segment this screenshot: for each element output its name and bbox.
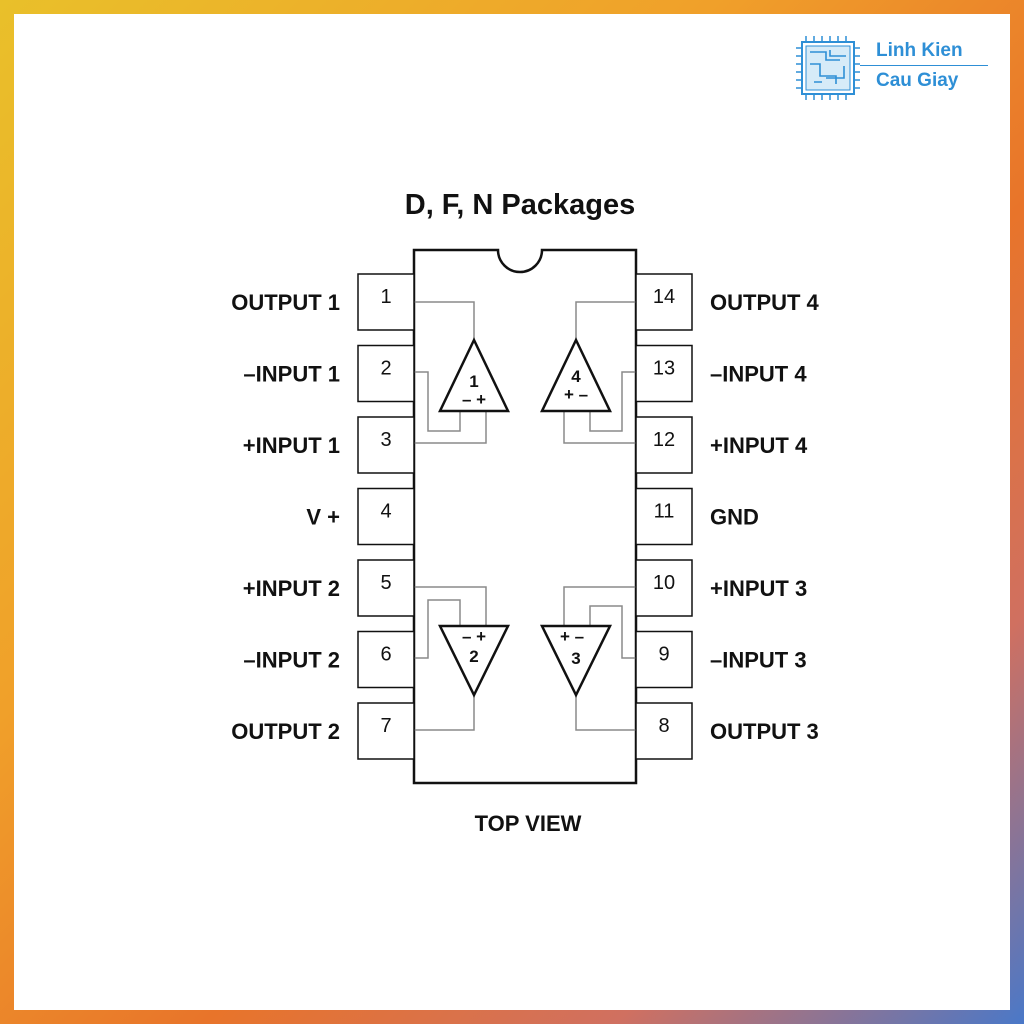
brand-divider — [860, 65, 988, 66]
pin-box — [357, 344, 415, 403]
pin-number: 5 — [380, 572, 391, 594]
pin-number: 1 — [380, 286, 391, 308]
pin-7: 7 OUTPUT 2 — [231, 702, 415, 760]
pin-label: –INPUT 1 — [243, 362, 340, 387]
pin-11: 11 GND — [635, 487, 759, 546]
pin-label: +INPUT 4 — [710, 433, 808, 458]
pin-box — [635, 487, 693, 546]
pin-number: 3 — [380, 429, 391, 451]
amplifier-3-signs: + – — [560, 627, 584, 646]
amplifier-4: 4 + – — [540, 337, 612, 413]
pin-label: OUTPUT 3 — [710, 719, 819, 744]
pin-box — [357, 273, 415, 331]
pin-box — [635, 344, 693, 403]
pin-1: 1 OUTPUT 1 — [231, 273, 415, 331]
pin-box — [635, 416, 693, 474]
pin-box — [357, 630, 415, 689]
pin-box — [635, 630, 693, 689]
pin-2: 2 –INPUT 1 — [243, 344, 415, 403]
pin-number: 6 — [380, 644, 391, 666]
pin-box — [635, 559, 693, 617]
circuit-chip-icon — [796, 36, 860, 100]
pin-box — [357, 559, 415, 617]
ic-body — [412, 248, 638, 785]
pin-box — [635, 273, 693, 331]
amplifier-1: 1 – + — [438, 337, 510, 413]
amplifier-1-signs: – + — [462, 390, 486, 409]
pin-3: 3 +INPUT 1 — [243, 416, 415, 474]
package-title: D, F, N Packages — [405, 189, 636, 221]
pin-number: 9 — [658, 644, 669, 666]
pin-number: 12 — [653, 429, 675, 451]
pin-label: GND — [710, 505, 759, 530]
pin-label: –INPUT 2 — [243, 648, 340, 673]
pin-5: 5 +INPUT 2 — [243, 559, 415, 617]
pin-8: 8 OUTPUT 3 — [635, 702, 819, 760]
amplifier-2: – + 2 — [437, 624, 511, 698]
pin-label: –INPUT 3 — [710, 648, 807, 673]
pin-number: 14 — [653, 286, 675, 308]
amplifier-4-signs: + – — [564, 385, 588, 404]
pin-number: 4 — [380, 501, 391, 523]
pin-10: 10 +INPUT 3 — [635, 559, 807, 617]
pin-label: OUTPUT 1 — [231, 290, 340, 315]
brand-line-2: Cau Giay — [876, 70, 959, 91]
top-view-label: TOP VIEW — [475, 811, 582, 836]
pin-label: V + — [306, 505, 340, 530]
pin-label: +INPUT 3 — [710, 576, 807, 601]
internal-wiring — [414, 301, 636, 731]
pin-box — [635, 702, 693, 760]
pin-number: 2 — [380, 358, 391, 380]
pin-number: 8 — [658, 715, 669, 737]
pin-box — [357, 702, 415, 760]
pin-label: +INPUT 1 — [243, 433, 340, 458]
pin-label: OUTPUT 4 — [710, 290, 820, 315]
pin-label: –INPUT 4 — [710, 362, 807, 387]
pin-label: OUTPUT 2 — [231, 719, 340, 744]
pin-6: 6 –INPUT 2 — [243, 630, 415, 689]
left-pin-column: 1 OUTPUT 1 2 –INPUT 1 3 +INPUT 1 4 V + 5 +INPUT 2… — [231, 273, 415, 760]
amplifier-3-number: 3 — [571, 649, 580, 668]
right-pin-column: 14 OUTPUT 4 13 –INPUT 4 12 +INPUT 4 11 GND 10 +IN… — [635, 273, 820, 760]
amplifier-2-signs: – + — [462, 627, 486, 646]
pin-14: 14 OUTPUT 4 — [635, 273, 820, 331]
pin-label: +INPUT 2 — [243, 576, 340, 601]
amplifier-1-number: 1 — [469, 372, 478, 391]
pin-number: 7 — [380, 715, 391, 737]
pin-number: 11 — [654, 501, 675, 523]
pin-9: 9 –INPUT 3 — [635, 630, 807, 689]
brand-logo: Linh Kien Cau Giay — [796, 36, 996, 100]
pin-box — [357, 416, 415, 474]
pin-4: 4 V + — [306, 487, 415, 546]
brand-line-1: Linh Kien — [876, 40, 963, 61]
pin-box — [357, 487, 415, 546]
pin-number: 13 — [653, 358, 675, 380]
amplifier-2-number: 2 — [469, 647, 478, 666]
pin-12: 12 +INPUT 4 — [635, 416, 808, 474]
pin-number: 10 — [653, 572, 675, 594]
amplifier-4-number: 4 — [571, 367, 581, 386]
pin-13: 13 –INPUT 4 — [635, 344, 807, 403]
amplifier-3: + – 3 — [539, 624, 613, 698]
